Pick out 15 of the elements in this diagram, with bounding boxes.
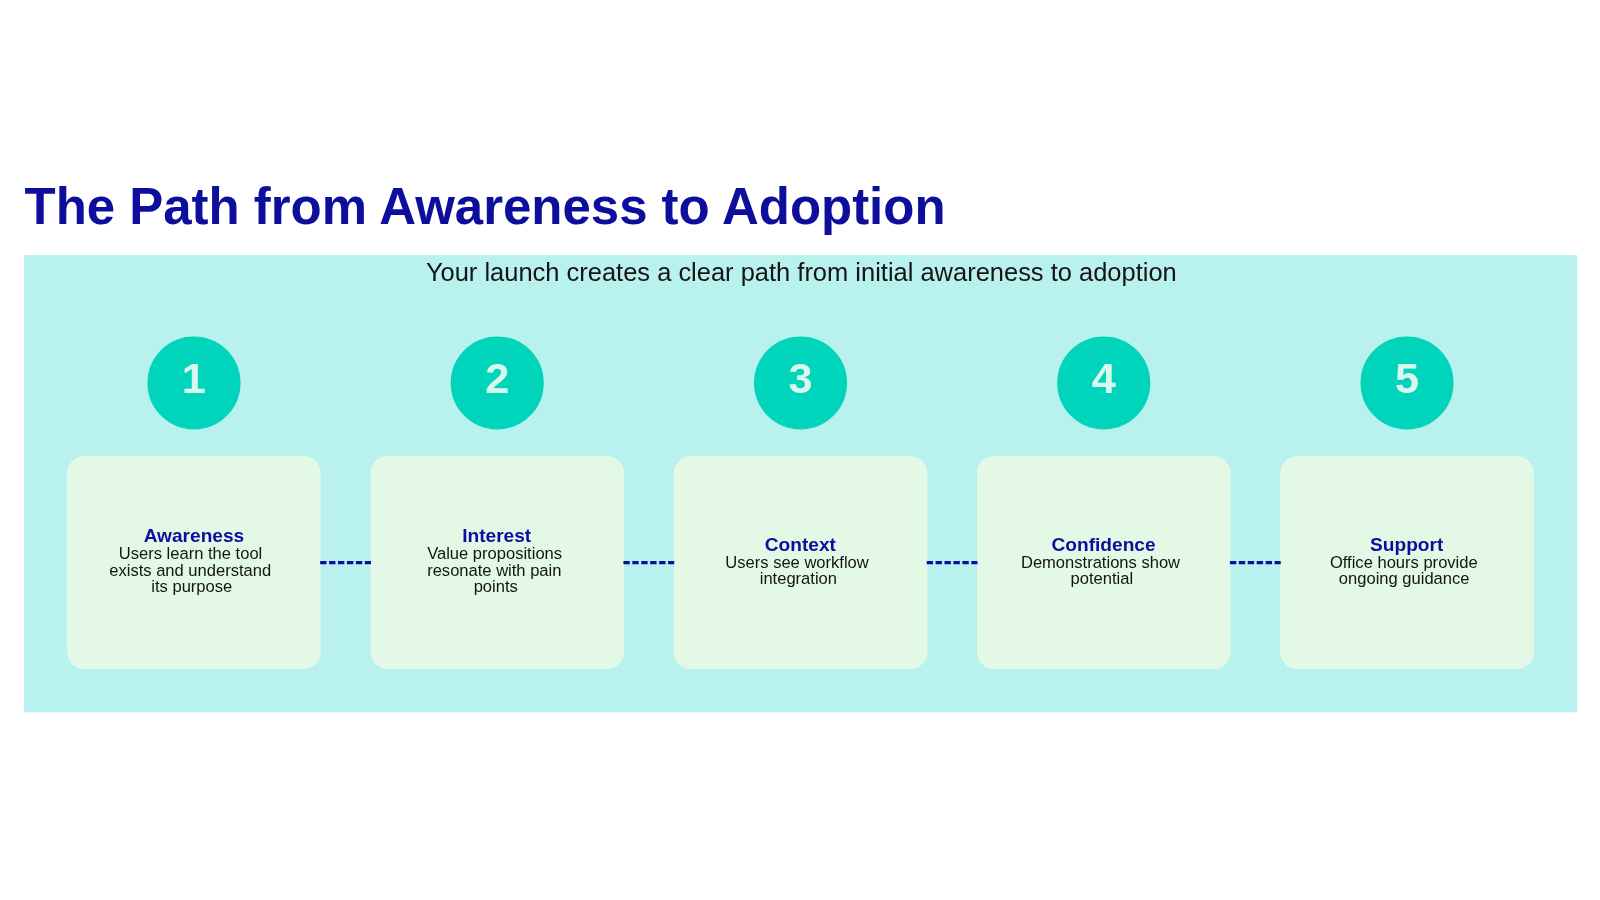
connector: [926, 560, 977, 564]
node-circle: 1: [146, 335, 240, 429]
node-box: Confidence Demonstrations show potential: [976, 455, 1231, 669]
node-circle: 2: [450, 335, 544, 429]
node-circle: 3: [753, 335, 847, 429]
node-circle: 5: [1360, 335, 1454, 429]
connector: [622, 560, 674, 564]
node-box: Awareness Users learn the tool exists and understand its purpose: [66, 455, 321, 669]
diagram-title: The Path from Awareness to Adoption: [24, 177, 946, 235]
node-box: Interest Value propositions resonate with pain points: [369, 455, 624, 669]
node-box: Support Office hours provide ongoing guidance: [1279, 455, 1534, 669]
connector: [319, 560, 371, 564]
node-circle: 4: [1056, 335, 1150, 429]
connector: [1229, 560, 1281, 564]
node-box: Context Users see workflow integration: [673, 455, 927, 669]
